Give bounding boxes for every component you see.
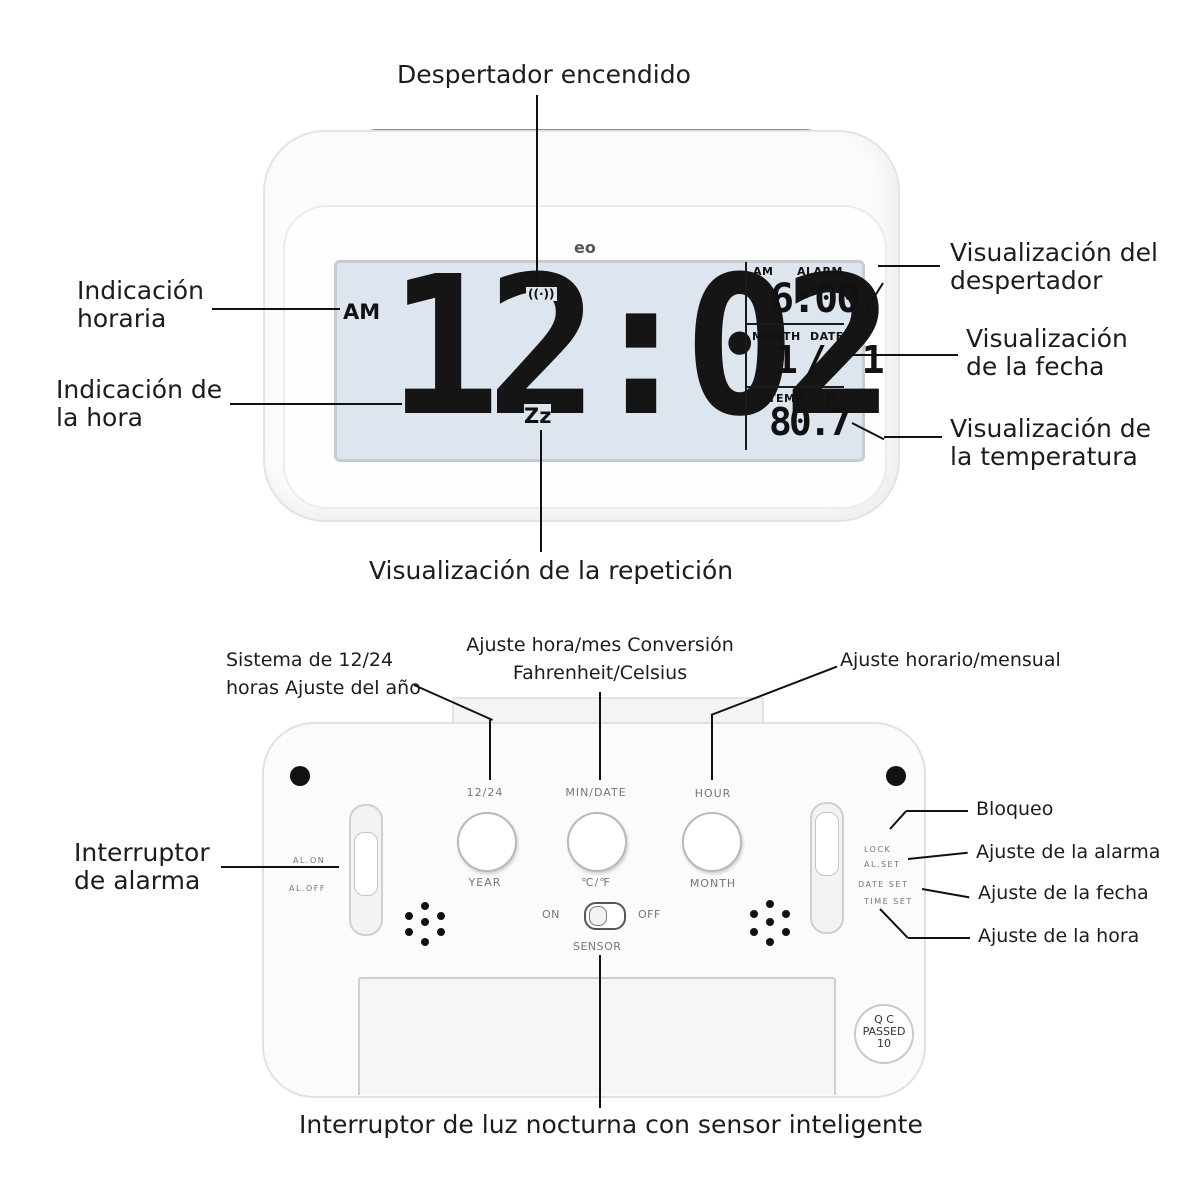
button-12-24[interactable] [457, 812, 517, 872]
alarm-on-icon: ((·)) [526, 287, 557, 301]
leader-lock-h [906, 810, 968, 812]
alarm-label: ALARM [797, 265, 843, 278]
lock-label: LOCK [864, 845, 892, 854]
leader-alarm-on [536, 95, 538, 287]
label-date-set: Ajuste de la fecha [978, 882, 1149, 904]
leader-time-set-h [908, 937, 970, 939]
label-hour: Ajuste horario/mensual [840, 649, 1061, 671]
label-time-2: la hora [56, 403, 143, 432]
month-label: MONTH [752, 330, 801, 343]
btn-1224-top-label: 12/24 [466, 786, 504, 799]
label-temp-display-1: Visualización de [950, 414, 1152, 443]
label-alarm-display-1: Visualización del [950, 238, 1158, 267]
btn-hour-top-label: HOUR [694, 787, 732, 800]
leader-alarm-display-h [878, 265, 940, 267]
al-off-label: AL.OFF [289, 884, 326, 893]
sensor-switch-knob[interactable] [589, 906, 607, 926]
leader-mindate [599, 692, 601, 780]
leader-date-set [921, 888, 970, 899]
leader-night-light [599, 955, 601, 1108]
hanging-hole-left [290, 766, 310, 786]
label-time-set: Ajuste de la hora [978, 925, 1140, 947]
sensor-label: SENSOR [573, 940, 622, 953]
alarm-am-label: AM [753, 265, 774, 278]
temp-label: TEMP [768, 392, 805, 405]
leader-snooze [540, 430, 542, 552]
btn-mindate-bottom-label: ℃/℉ [581, 876, 611, 889]
btn-hour-bottom-label: MONTH [689, 877, 737, 890]
label-alarm-display-2: despertador [950, 266, 1103, 295]
main-time-display: 12:02 [388, 236, 894, 459]
lcd-divider-vertical [745, 262, 747, 450]
label-temp-display-2: la temperatura [950, 442, 1138, 471]
label-alarm-set: Ajuste de la alarma [976, 841, 1161, 863]
label-night-light: Interruptor de luz nocturna con sensor i… [299, 1110, 923, 1139]
temperature-display: 80.7 [769, 400, 851, 444]
qc-passed-sticker: Q C PASSED 10 [854, 1004, 914, 1064]
btn-1224-bottom-label: YEAR [468, 876, 502, 889]
date-set-label: DATE SET [858, 880, 909, 889]
lcd-screen [334, 260, 865, 462]
alarm-switch-knob[interactable] [354, 832, 378, 896]
sensor-on-label: ON [542, 908, 560, 921]
label-ampm-1: Indicación [77, 276, 204, 305]
label-snooze: Visualización de la repetición [369, 556, 734, 585]
label-alarm-switch-2: de alarma [74, 866, 201, 895]
ampm-indicator: AM [343, 300, 381, 324]
label-lock: Bloqueo [976, 798, 1054, 820]
label-date-display-2: de la fecha [966, 352, 1105, 381]
alarm-time-display: 6:00 [770, 276, 860, 322]
label-ampm-2: horaria [77, 304, 167, 333]
brand-logo: eo [574, 238, 596, 257]
al-set-label: AL.SET [864, 860, 901, 869]
temp-unit: °F [818, 391, 836, 409]
label-time-1: Indicación de [56, 375, 223, 404]
label-date-display-1: Visualización [966, 324, 1128, 353]
label-mindate-2: Fahrenheit/Celsius [512, 662, 688, 684]
snooze-indicator: Zz [524, 404, 552, 428]
button-hour[interactable] [682, 812, 742, 872]
label-1224-1: Sistema de 12/24 [226, 649, 394, 671]
leader-ampm [212, 308, 340, 310]
hanging-hole-right [886, 766, 906, 786]
leader-date-display [848, 354, 958, 356]
btn-mindate-top-label: MIN/DATE [565, 786, 627, 799]
label-alarm-switch-1: Interruptor [74, 838, 210, 867]
leader-temp-display-h [884, 436, 942, 438]
time-set-label: TIME SET [864, 897, 913, 906]
label-1224-2: horas Ajuste del año [226, 677, 421, 699]
leader-hour-v [711, 714, 713, 780]
label-alarm-on: Despertador encendido [397, 60, 691, 89]
lcd-divider-2 [747, 386, 844, 388]
battery-cover[interactable] [358, 977, 836, 1095]
mode-switch-knob[interactable] [815, 812, 839, 876]
leader-1224-v [489, 718, 491, 780]
al-on-label: AL.ON [293, 856, 326, 865]
date-label: DATE [810, 330, 844, 343]
sensor-off-label: OFF [638, 908, 661, 921]
lcd-divider-1 [747, 323, 844, 325]
button-min-date[interactable] [567, 812, 627, 872]
label-mindate-1: Ajuste hora/mes Conversión [466, 634, 734, 656]
leader-time [230, 403, 402, 405]
date-display: 1/ 1 [775, 338, 891, 382]
leader-alarm-switch [221, 866, 339, 868]
